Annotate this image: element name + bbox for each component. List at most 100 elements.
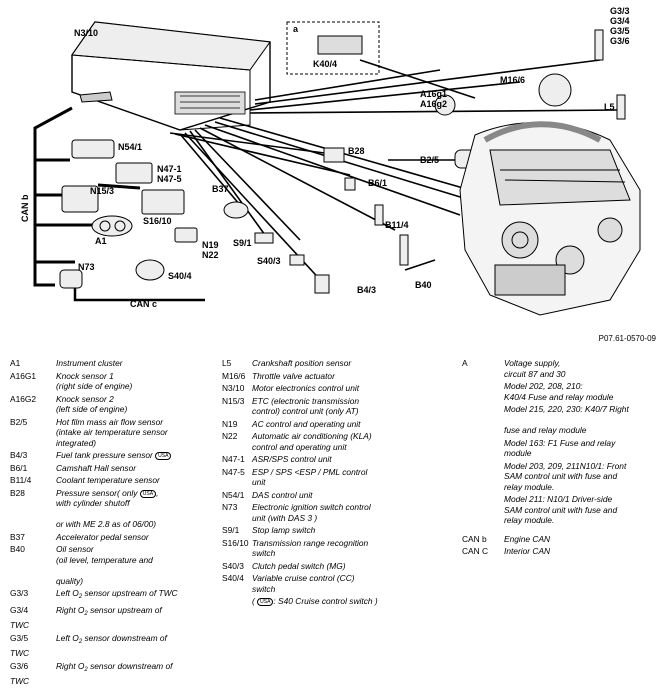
label-g3-5: G3/5: [610, 26, 630, 36]
label-n47-5: N47-5: [157, 174, 182, 184]
legend-description: Left O2 sensor downstream of: [56, 632, 167, 645]
usa-badge-icon: USA: [257, 598, 274, 606]
legend-code: A16G2: [10, 393, 37, 404]
legend-description: Coolant temperature sensor: [56, 475, 160, 485]
legend-description: Right O2 sensor downstream of: [56, 660, 173, 673]
usa-badge-icon: USA: [139, 489, 157, 498]
label-n54-1: N54/1: [118, 142, 142, 152]
legend-description: Pressure sensor( only USA,with cylinder …: [56, 487, 159, 530]
legend-description: Camshaft Hall sensor: [56, 462, 137, 473]
legend-code: CAN b: [462, 533, 487, 544]
legend-description: Automatic air conditioning (KLA)control …: [252, 431, 372, 452]
legend-code: B4/3: [10, 450, 28, 460]
legend-row: B2/5 Hot film mass air flow sensor(intake…: [10, 417, 230, 449]
legend-code: S40/4: [222, 573, 244, 583]
legend-row: B28 Pressure sensor( only USA,with cylind…: [10, 488, 230, 530]
legend-description: Interior CAN: [504, 546, 551, 556]
diagram-labels: N3/10 a K40/4 G3/3 G3/4 G3/5 G3/6 M16/6 …: [20, 6, 630, 309]
legend-code: N3/10: [222, 383, 245, 393]
fuse-module-box: [286, 21, 380, 75]
legend-description: ( USA: S40 Cruise control switch ): [252, 596, 378, 606]
label-b28: B28: [348, 146, 365, 156]
legend-description: Model 202, 208, 210:K40/4 Fuse and relay…: [504, 381, 614, 402]
legend-code: A16G1: [10, 370, 37, 381]
legend-description: Clutch pedal switch (MG): [252, 560, 346, 571]
legend-code: G3/6: [10, 660, 29, 671]
legend-description: Instrument cluster: [56, 358, 123, 368]
usa-badge-icon: USA: [155, 452, 172, 460]
label-g3-4: G3/4: [610, 16, 630, 26]
ecu-n3-10-drawing: [71, 21, 271, 131]
subscript: 2: [84, 666, 88, 673]
harness-wires: [169, 59, 621, 286]
label-s9-1: S9/1: [233, 238, 252, 248]
legend-row: N47-1 ASR/SPS control unit: [222, 454, 432, 465]
legend-code: [462, 494, 504, 526]
legend-code: G3/5: [10, 632, 29, 643]
legend-description: Voltage supply,circuit 87 and 30: [504, 358, 566, 379]
legend-code: N22: [222, 431, 238, 441]
legend-row: CAN C Interior CAN: [462, 546, 662, 557]
legend-row: ( USA: S40 Cruise control switch ): [222, 596, 432, 607]
label-b2-5: B2/5: [420, 155, 439, 165]
label-k40-4: K40/4: [313, 59, 337, 69]
label-can-b: CAN b: [20, 194, 30, 222]
legend-description: Hot film mass air flow sensor(intake air…: [56, 416, 168, 448]
legend-code: B40: [10, 544, 25, 554]
legend-code: A1: [10, 358, 21, 368]
legend-code: [462, 404, 504, 436]
label-a16g2: A16g2: [420, 99, 447, 109]
legend-code: N47-1: [222, 454, 245, 464]
label-b6-1: B6/1: [368, 178, 387, 188]
legend-description: ASR/SPS control unit: [252, 454, 332, 464]
legend-code: B28: [10, 487, 25, 498]
legend-code: CAN C: [462, 546, 489, 556]
legend-code: [462, 438, 504, 459]
engine-drawing: [459, 121, 641, 316]
legend-code: [462, 461, 504, 493]
legend-code: G3/4: [10, 604, 29, 615]
label-g3-6: G3/6: [610, 36, 630, 46]
legend-row: Model 202, 208, 210:K40/4 Fuse and relay…: [462, 381, 662, 402]
legend-description: Accelerator pedal sensor: [56, 531, 149, 542]
k40-4-drawing: [317, 35, 363, 55]
legend-code: N54/1: [222, 489, 245, 500]
legend-code: N19: [222, 418, 238, 429]
label-b40: B40: [415, 280, 432, 290]
label-m16-6: M16/6: [500, 75, 525, 85]
legend-description: Knock sensor 2(left side of engine): [56, 393, 128, 415]
legend-code: B2/5: [10, 416, 28, 427]
legend-description: Knock sensor 1(right side of engine): [56, 370, 133, 392]
legend-code: N15/3: [222, 395, 245, 406]
legend-code: N47-5: [222, 466, 245, 477]
legend-code: B6/1: [10, 462, 28, 473]
can-c-bus: [73, 285, 205, 302]
legend-row: A1 Instrument cluster: [10, 358, 230, 369]
legend-code: L5: [222, 358, 232, 368]
label-n73: N73: [78, 262, 95, 272]
subscript: 2: [78, 594, 83, 600]
